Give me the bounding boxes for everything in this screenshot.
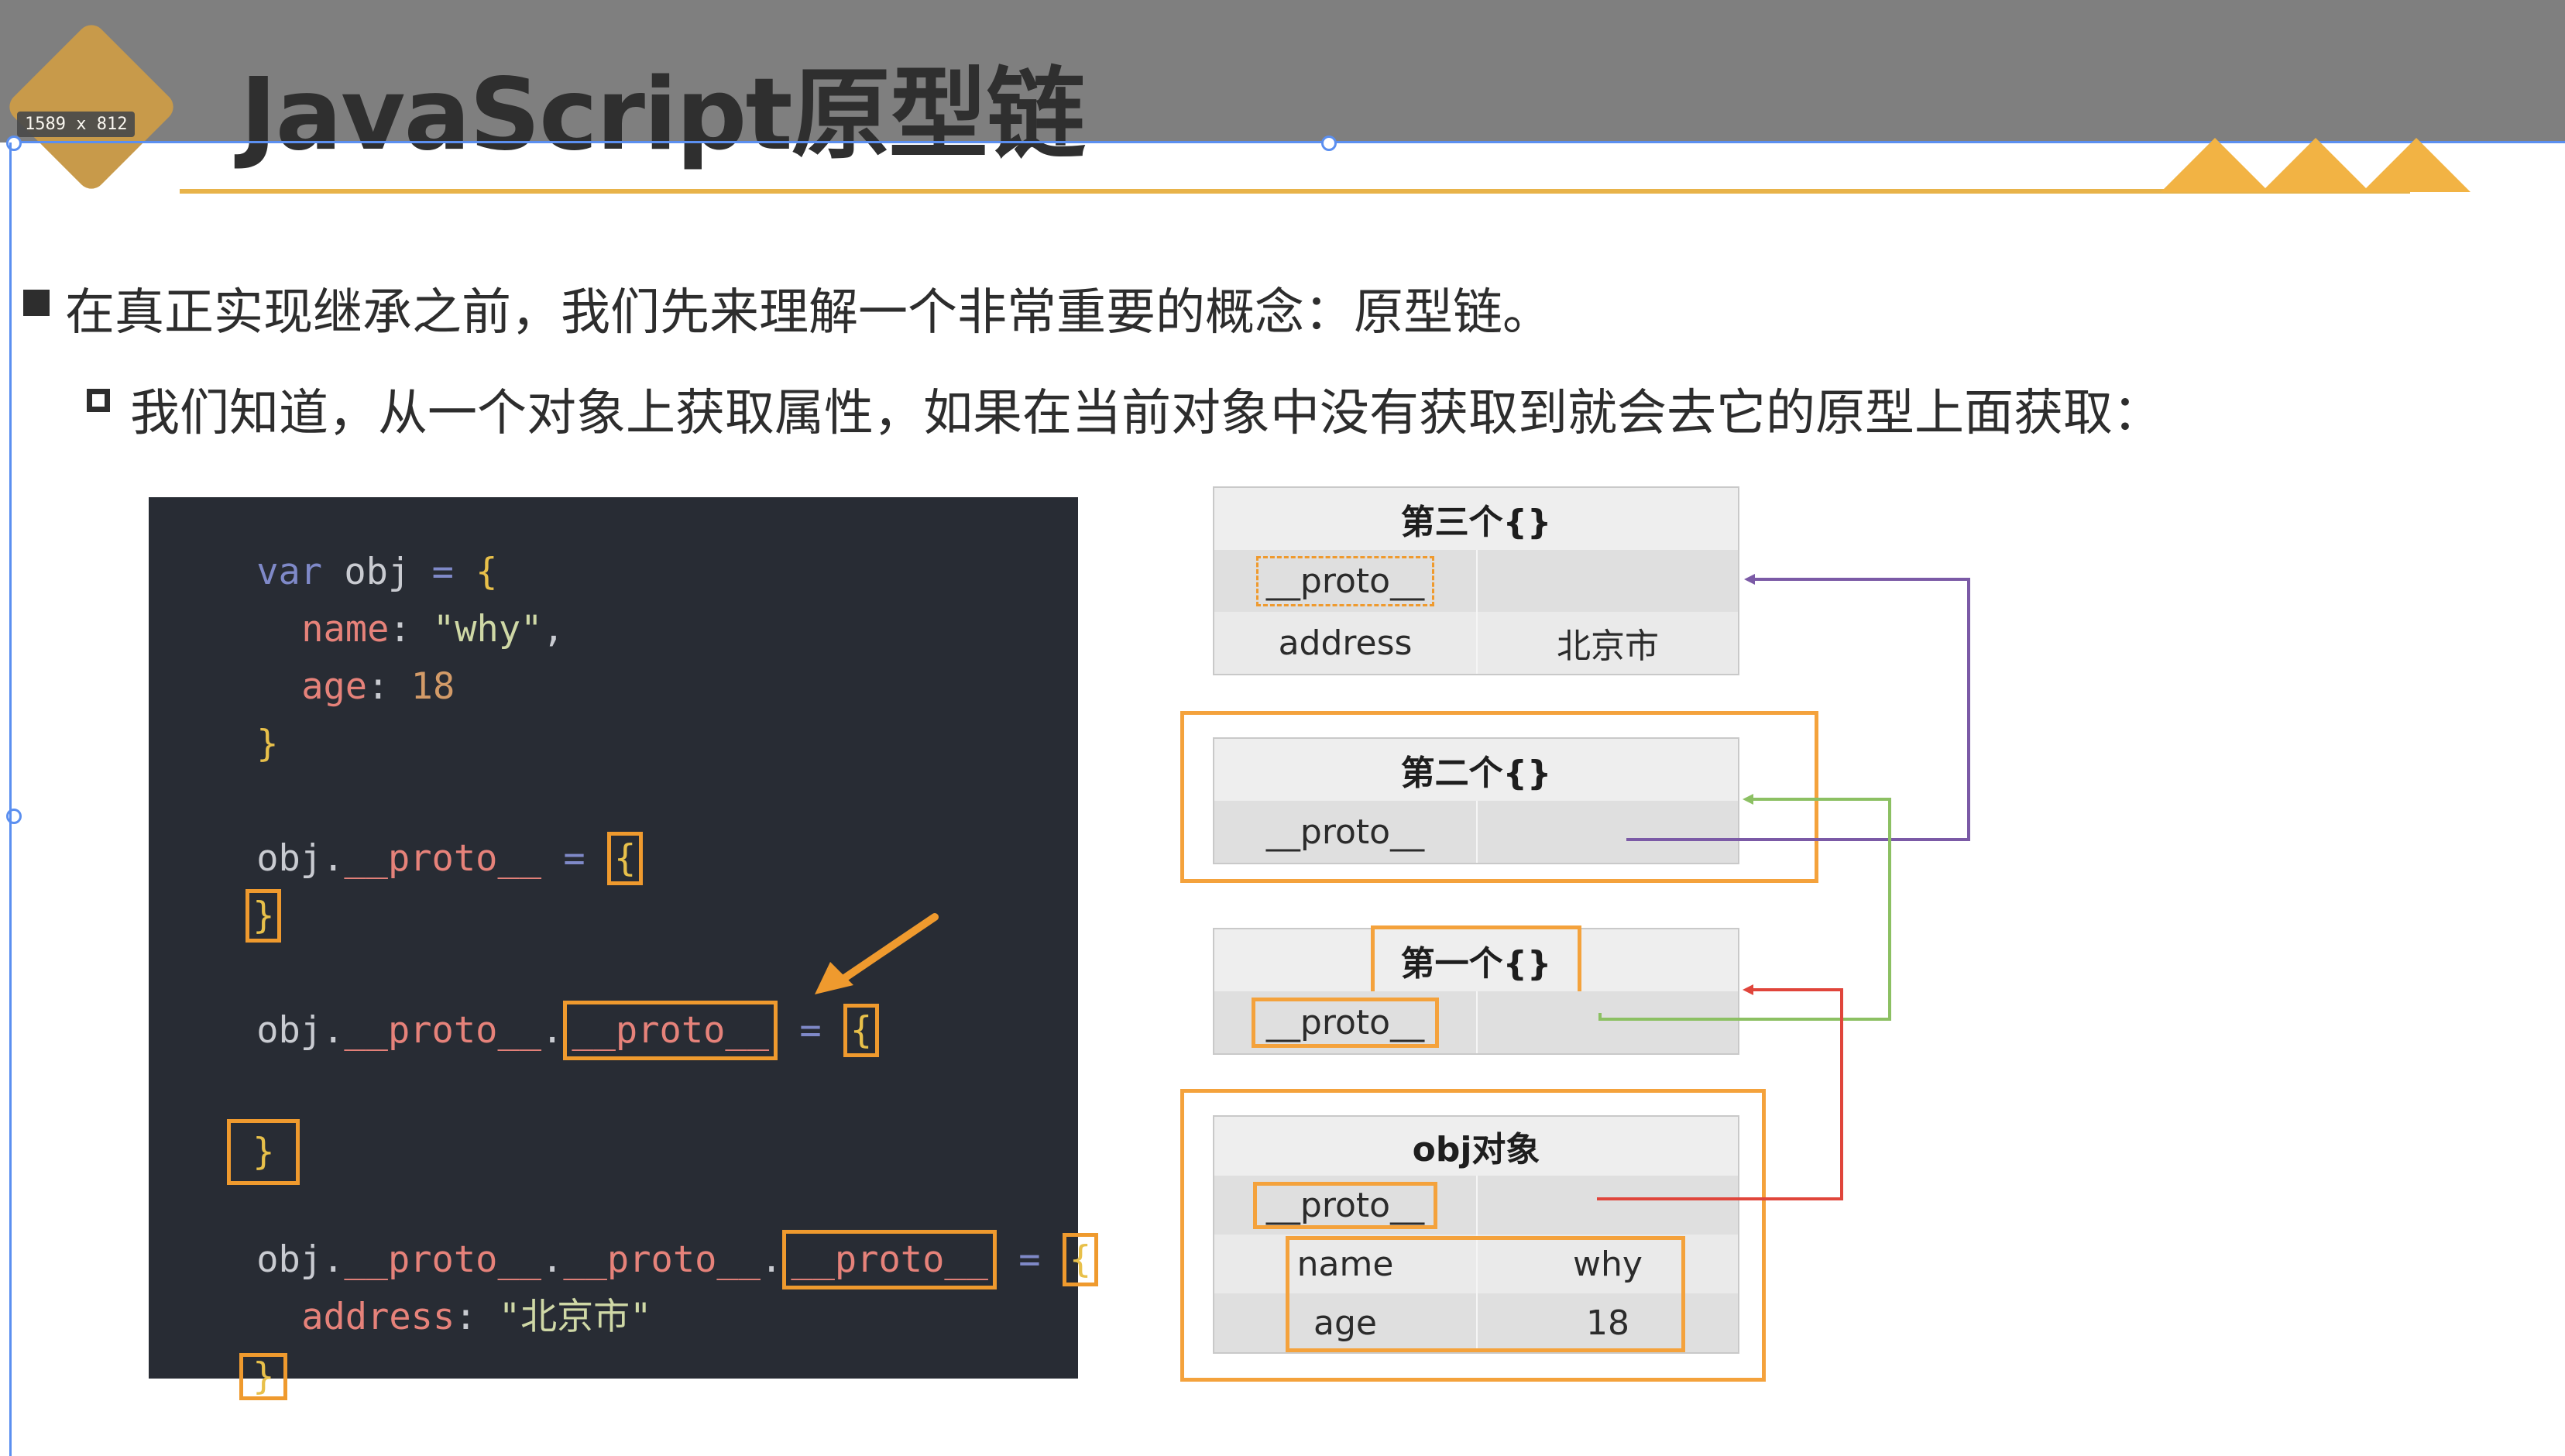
selection-line	[11, 141, 2565, 143]
name-key-cell: name	[1214, 1235, 1478, 1293]
code-line: obj.__proto__.__proto__ = {	[169, 976, 880, 1085]
code-panel: var obj = { name: "why", age: 18 } obj._…	[149, 497, 1099, 1400]
second-object-title: 第二个{}	[1214, 739, 1738, 801]
obj-object-title: obj对象	[1214, 1117, 1738, 1176]
green-arrowhead-icon	[1743, 794, 1753, 805]
proto-cell: __proto__	[1214, 801, 1478, 863]
bullet-level2: 我们知道，从一个对象上获取属性，如果在当前对象中没有获取到就会去它的原型上面获取…	[130, 385, 2162, 442]
code-line: }	[152, 1317, 288, 1437]
table-row: __proto__	[1214, 801, 1738, 863]
table-row: __proto__	[1214, 991, 1738, 1053]
red-connector	[1597, 988, 1843, 1200]
decor-triangle-icon	[2261, 138, 2370, 192]
age-key-cell: age	[1214, 1293, 1478, 1352]
bullet-hollow-square-icon	[87, 389, 110, 412]
code-line: }	[139, 1083, 300, 1221]
selection-edge	[9, 143, 12, 1456]
dimensions-badge: 1589 x 812	[17, 112, 136, 137]
bullet-level1: 在真正实现继承之前，我们先来理解一个非常重要的概念：原型链。	[65, 284, 1552, 342]
proto-value-cell	[1478, 550, 1738, 612]
third-object-title: 第三个{}	[1214, 488, 1738, 550]
code-line: }	[256, 723, 279, 765]
code-line: var obj = {	[256, 551, 498, 593]
address-key-cell: address	[1214, 612, 1478, 674]
code-line: address: "北京市"	[301, 1296, 652, 1338]
green-connector	[1598, 798, 1891, 1021]
name-age-highlight	[1286, 1236, 1685, 1352]
selection-handle[interactable]	[1321, 136, 1337, 151]
code-line: obj.__proto__.__proto__.__proto__ = {	[169, 1205, 1099, 1314]
table-row: __proto__	[1214, 1176, 1738, 1235]
table-row: address 北京市	[1214, 612, 1738, 674]
proto-value-cell	[1478, 801, 1738, 863]
purple-arrowhead-icon	[1744, 574, 1755, 585]
third-object-table: 第三个{} __proto__ address 北京市	[1213, 486, 1739, 675]
second-object-frame	[1180, 711, 1818, 883]
code-line: obj.__proto__ = {	[169, 804, 644, 913]
code-line: age: 18	[301, 665, 455, 708]
table-row: __proto__	[1214, 550, 1738, 612]
header-rule	[180, 189, 2410, 194]
pointer-arrow-icon	[815, 913, 939, 994]
decor-triangle-icon	[2362, 138, 2471, 192]
second-object-table: 第二个{} __proto__	[1213, 737, 1739, 864]
name-value-cell: why	[1478, 1235, 1738, 1293]
first-object-table: 第一个{} __proto__	[1213, 925, 1739, 1055]
proto-cell: __proto__	[1214, 550, 1478, 612]
bullet-square-icon	[23, 290, 50, 316]
proto-value-cell	[1478, 1176, 1738, 1235]
obj-object-frame	[1180, 1089, 1766, 1382]
obj-object-table: obj对象 __proto__ name why age 18	[1213, 1115, 1739, 1354]
red-arrowhead-icon	[1743, 984, 1753, 995]
address-value-cell: 北京市	[1478, 612, 1738, 674]
proto-value-cell	[1478, 991, 1738, 1053]
code-line: name: "why",	[301, 608, 565, 651]
decor-triangle-icon	[2161, 138, 2269, 192]
slide-title: JavaScript原型链	[240, 57, 1086, 173]
purple-connector	[1626, 578, 1970, 841]
code-line: }	[158, 861, 282, 970]
proto-cell: __proto__	[1214, 1176, 1478, 1235]
title-bar	[0, 0, 2565, 143]
age-value-cell: 18	[1478, 1293, 1738, 1352]
table-row: name why	[1214, 1235, 1738, 1293]
proto-cell: __proto__	[1214, 991, 1478, 1053]
table-row: age 18	[1214, 1293, 1738, 1352]
